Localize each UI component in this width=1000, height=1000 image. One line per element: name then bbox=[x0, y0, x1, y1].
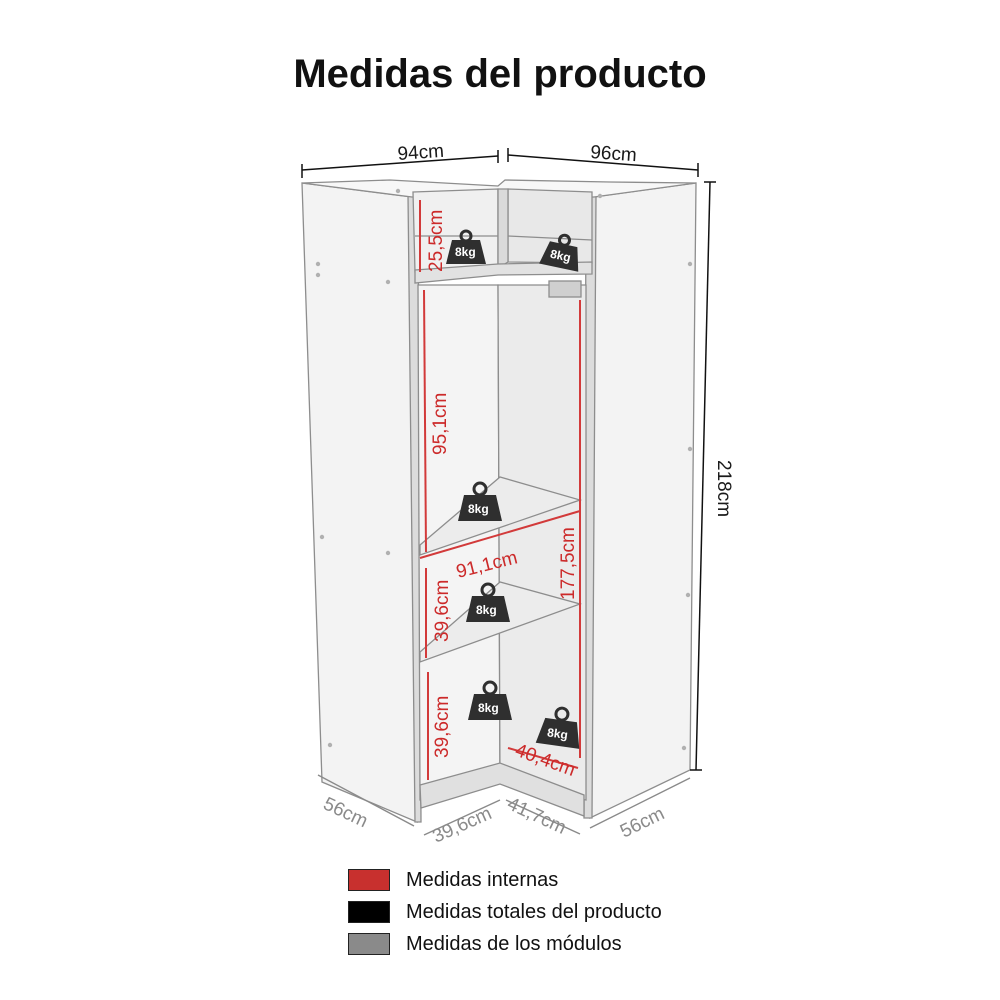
weight-label: 8kg bbox=[468, 502, 489, 516]
legend-label: Medidas internas bbox=[406, 868, 559, 891]
hanging-height-label: 95,1cm bbox=[430, 393, 451, 455]
weight-icon: 8kg bbox=[466, 582, 510, 622]
module-dimension-lines bbox=[317, 774, 691, 836]
page-title: Medidas del producto bbox=[293, 52, 707, 96]
weight-icon: 8kg bbox=[468, 680, 512, 720]
weight-label: 8kg bbox=[476, 603, 497, 617]
weight-label: 8kg bbox=[478, 701, 499, 715]
weight-label: 8kg bbox=[549, 247, 572, 265]
middle-niche-height-label: 39,6cm bbox=[432, 580, 453, 642]
weight-icon: 8kg bbox=[535, 706, 580, 749]
total-height-label: 218cm bbox=[713, 460, 734, 517]
legend-item-total: Medidas totales del producto bbox=[348, 896, 662, 928]
legend-label: Medidas de los módulos bbox=[406, 932, 622, 955]
weight-icon: 8kg bbox=[446, 229, 486, 264]
internal-dimension-lines bbox=[419, 200, 581, 780]
legend-swatch-black bbox=[348, 901, 390, 923]
top-right-width-label: 96cm bbox=[590, 142, 638, 166]
legend-swatch-red bbox=[348, 869, 390, 891]
total-dimension-lines bbox=[301, 148, 716, 771]
bottom-niche-height-label: 39,6cm bbox=[432, 696, 453, 758]
weight-icon: 8kg bbox=[458, 481, 502, 521]
weight-label: 8kg bbox=[546, 725, 568, 742]
wardrobe-body bbox=[301, 179, 697, 823]
top-niche-height-label: 25,5cm bbox=[426, 210, 447, 272]
panel-holes bbox=[315, 188, 693, 751]
top-left-width-label: 94cm bbox=[397, 141, 445, 165]
legend-item-modules: Medidas de los módulos bbox=[348, 928, 662, 960]
legend-label: Medidas totales del producto bbox=[406, 900, 662, 923]
weight-label: 8kg bbox=[455, 245, 476, 259]
bottom-right-depth-label: 56cm bbox=[617, 803, 668, 842]
weight-icon: 8kg bbox=[539, 233, 579, 272]
legend-swatch-gray bbox=[348, 933, 390, 955]
bottom-module-a-label: 39,6cm bbox=[429, 803, 494, 848]
right-height-label: 177,5cm bbox=[558, 527, 579, 600]
legend-item-internal: Medidas internas bbox=[348, 864, 662, 896]
legend: Medidas internas Medidas totales del pro… bbox=[348, 864, 662, 960]
